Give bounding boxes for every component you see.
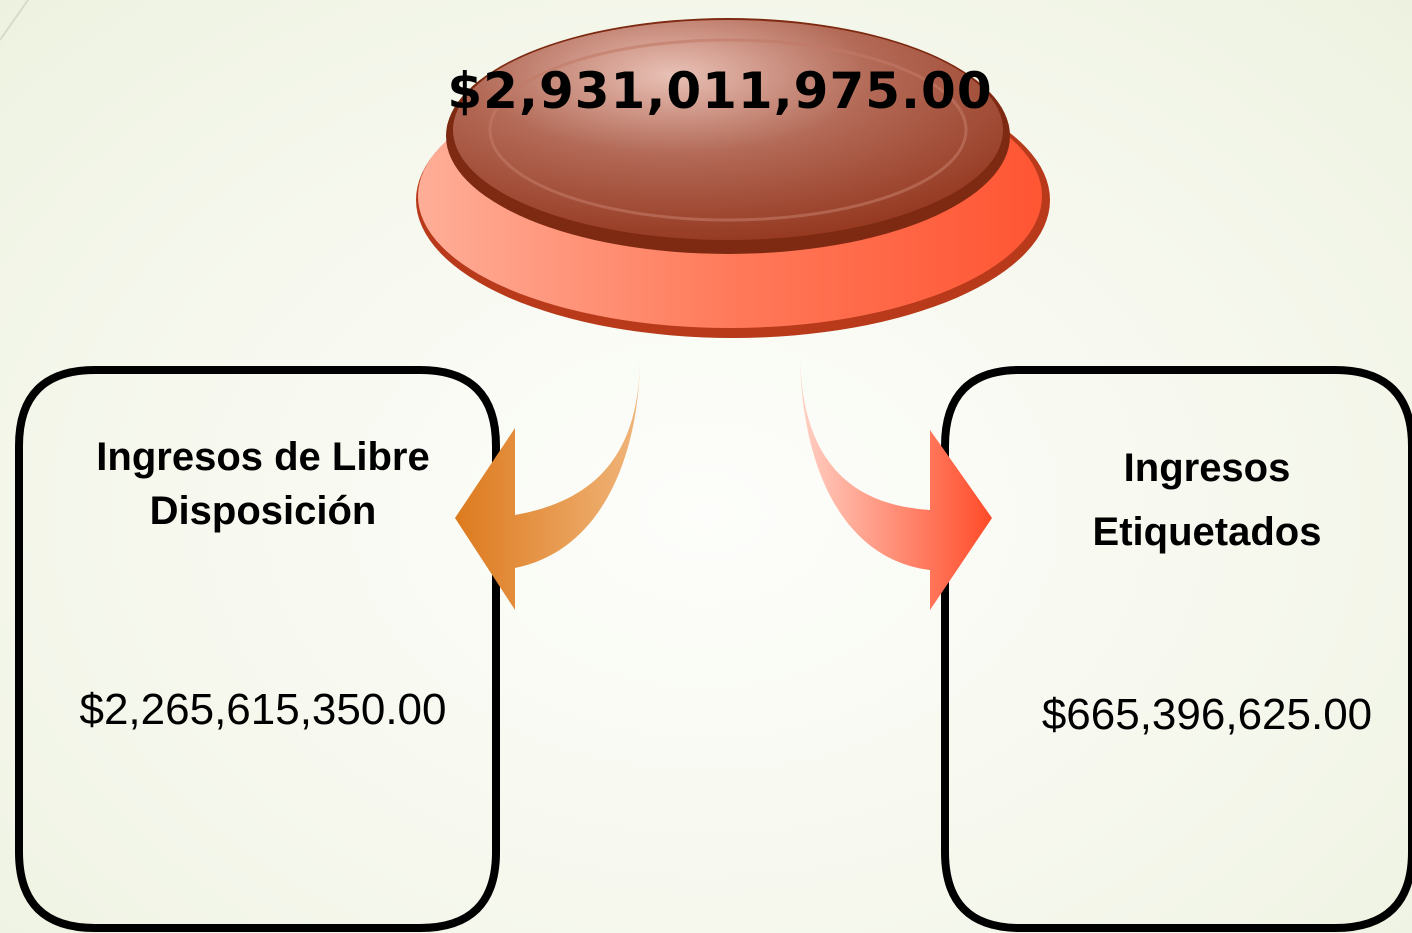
left-box-amount: $2,265,615,350.00 bbox=[79, 685, 447, 734]
right-box-title-line2: Etiquetados bbox=[1092, 510, 1322, 554]
corner-line-decoration bbox=[0, 0, 29, 41]
left-box-title: Ingresos de Libre Disposición bbox=[40, 430, 486, 538]
total-amount: $2,931,011,975.00 bbox=[447, 62, 993, 120]
right-category-box bbox=[941, 366, 1412, 932]
left-box-title-line2: Disposición bbox=[149, 489, 377, 533]
left-curved-arrow-icon bbox=[455, 355, 640, 610]
right-box-title-line1: Ingresos bbox=[1123, 446, 1291, 490]
right-box-amount: $665,396,625.00 bbox=[1041, 690, 1373, 739]
right-curved-arrow-icon bbox=[800, 350, 992, 610]
left-category-box bbox=[15, 366, 500, 932]
left-box-title-line1: Ingresos de Libre bbox=[96, 435, 430, 479]
total-button bbox=[416, 18, 1050, 338]
right-box-title: Ingresos Etiquetados bbox=[1005, 436, 1409, 564]
